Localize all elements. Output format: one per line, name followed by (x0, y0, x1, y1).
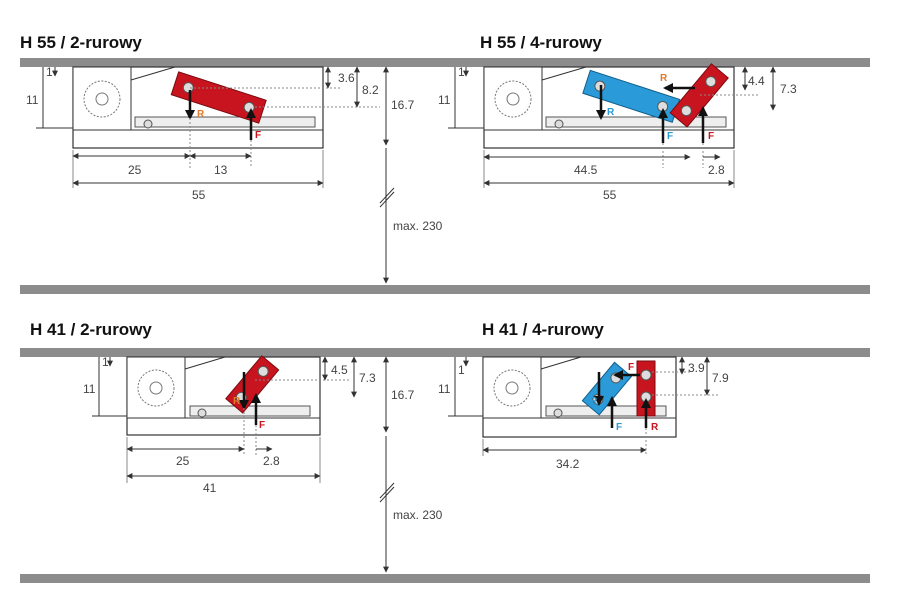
dim-w1: 25 (128, 163, 142, 177)
slab-top-1 (20, 58, 870, 67)
dim-top-gap: 1 (458, 363, 465, 377)
dim-d3: 16.7 (391, 388, 415, 402)
return-label: R (233, 396, 241, 407)
return-label-heat: R (651, 422, 659, 433)
dim-d1: 3.9 (688, 361, 705, 375)
dim-d2: 7.3 (780, 82, 797, 96)
title-h41-2rurowy: H 41 / 2-rurowy (30, 320, 152, 339)
dim-w2: 2.8 (263, 454, 280, 468)
dim-w1: 44.5 (574, 163, 598, 177)
flow-label: F (255, 130, 261, 141)
dim-unit-height: 11 (438, 93, 451, 107)
dim-d3: 16.7 (391, 98, 415, 112)
flow-label-heat: F (628, 362, 634, 373)
dim-top-gap: 1 (46, 65, 53, 79)
dim-d2: 8.2 (362, 83, 379, 97)
dim-total: 55 (603, 188, 617, 202)
heat-exchanger-red (170, 71, 267, 124)
dim-d2: 7.3 (359, 371, 376, 385)
dim-d1: 4.5 (331, 363, 348, 377)
title-h55-4rurowy: H 55 / 4-rurowy (480, 33, 602, 52)
title-h41-4rurowy: H 41 / 4-rurowy (482, 320, 604, 339)
dim-max: max. 230 (393, 219, 443, 233)
unit-h55-4rurowy: R F R F 1 11 4.4 7.3 44.5 2.8 55 (438, 63, 797, 202)
unit-h55-2rurowy: R F 1 11 3.6 8.2 16.7 max. 230 25 13 55 (26, 65, 443, 284)
flow-label-heat: F (708, 131, 714, 142)
return-label-heat: R (660, 73, 668, 84)
slab-bottom-1 (20, 285, 870, 294)
dim-unit-height: 11 (438, 382, 451, 396)
dim-d2: 7.9 (712, 371, 729, 385)
return-label-cool: R (607, 107, 615, 118)
flow-label-cool: F (616, 422, 622, 433)
unit-h41-4rurowy: R F F R 1 11 3.9 7.9 34.2 (438, 356, 729, 471)
dim-w1: 25 (176, 454, 190, 468)
unit-h41-2rurowy: R F 1 11 4.5 7.3 16.7 max. 230 25 2.8 41 (83, 355, 443, 573)
flow-label: F (259, 420, 265, 431)
dim-top-gap: 1 (458, 65, 465, 79)
slab-top-2 (20, 348, 870, 357)
dim-w2: 13 (214, 163, 228, 177)
dim-d1: 4.4 (748, 74, 765, 88)
dim-unit-height: 11 (26, 93, 39, 107)
dim-top-gap: 1 (102, 355, 109, 369)
title-h55-2rurowy: H 55 / 2-rurowy (20, 33, 142, 52)
slab-bottom-2 (20, 574, 870, 583)
dim-w1: 34.2 (556, 457, 580, 471)
return-label-cool: R (590, 396, 598, 407)
dim-unit-height: 11 (83, 382, 96, 396)
return-label: R (197, 109, 205, 120)
dim-max: max. 230 (393, 508, 443, 522)
flow-label-cool: F (667, 131, 673, 142)
dim-total: 41 (203, 481, 217, 495)
dim-d1: 3.6 (338, 71, 355, 85)
heat-exchanger-red (669, 63, 729, 128)
dim-total: 55 (192, 188, 206, 202)
dim-w2: 2.8 (708, 163, 725, 177)
